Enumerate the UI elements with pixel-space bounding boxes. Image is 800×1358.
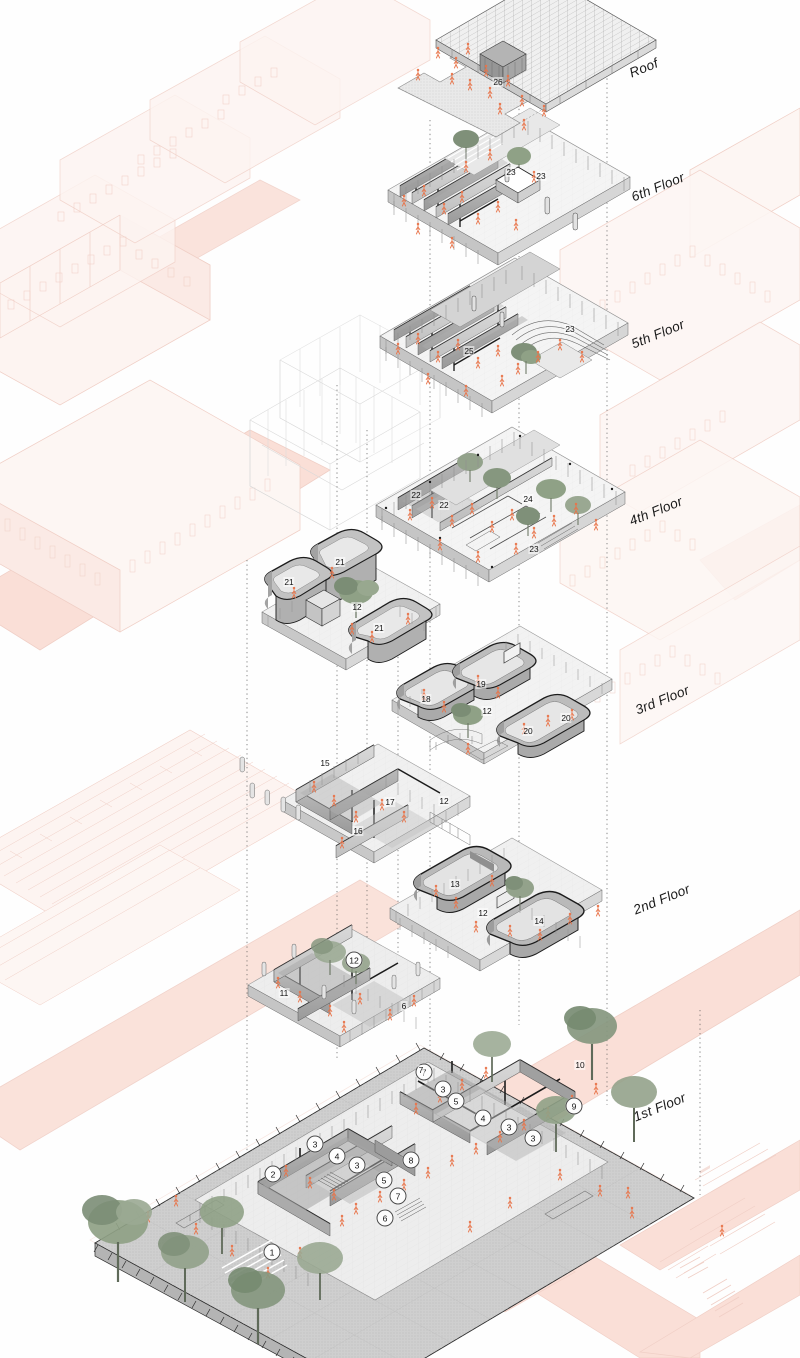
room-callout-4: 4 — [474, 1109, 492, 1127]
room-callout-12: 12 — [438, 796, 450, 806]
level-floor6 — [387, 107, 631, 266]
room-callout-24: 24 — [522, 494, 534, 504]
room-callout-17: 17 — [384, 797, 396, 807]
level-cylinder-plate — [261, 528, 441, 671]
room-callout-9: 9 — [565, 1097, 583, 1115]
tree — [453, 130, 531, 176]
room-callout-2: 2 — [264, 1165, 282, 1183]
level-floor4 — [375, 365, 626, 586]
tree — [297, 1242, 343, 1300]
room-callout-1: 1 — [263, 1243, 281, 1261]
tree — [457, 453, 591, 536]
room-callout-23: 23 — [528, 544, 540, 554]
room-callout-16: 16 — [352, 826, 364, 836]
room-callout-21: 21 — [334, 557, 346, 567]
tree — [511, 343, 541, 374]
level-roof — [397, 0, 657, 138]
room-callout-5: 5 — [375, 1171, 393, 1189]
room-callout-8: 8 — [402, 1151, 420, 1169]
room-callout-19: 19 — [475, 679, 487, 689]
level-floor5 — [379, 133, 629, 417]
room-callout-21: 21 — [283, 577, 295, 587]
room-callout-3: 3 — [306, 1135, 324, 1153]
room-callout-13: 13 — [449, 879, 461, 889]
room-callout-7: 7 — [389, 1187, 407, 1205]
room-callout-3: 3 — [434, 1080, 452, 1098]
room-callout-15: 15 — [319, 758, 331, 768]
room-callout-12: 12 — [477, 908, 489, 918]
room-callout-23: 23 — [535, 171, 547, 181]
level-floor3-right — [391, 625, 613, 765]
tree — [158, 1232, 209, 1302]
room-callout-3: 3 — [348, 1156, 366, 1174]
tree — [451, 703, 483, 738]
room-callout-10: 10 — [574, 1060, 586, 1070]
room-callout-22: 22 — [438, 500, 450, 510]
room-callout-7: 7 — [417, 1065, 425, 1075]
tree — [611, 1076, 657, 1142]
room-callout-23: 23 — [564, 324, 576, 334]
room-callout-12: 12 — [351, 602, 363, 612]
room-callout-22: 22 — [410, 490, 422, 500]
level-floor3-left — [239, 743, 471, 864]
tree — [473, 1031, 511, 1082]
room-callout-20: 20 — [560, 713, 572, 723]
level-floor2-right — [389, 837, 603, 972]
room-callout-25: 25 — [463, 346, 475, 356]
tree — [82, 1195, 152, 1282]
room-callout-6: 6 — [400, 1001, 408, 1011]
room-callout-12: 12 — [481, 706, 493, 716]
room-callout-12: 12 — [345, 951, 363, 969]
tree — [228, 1267, 285, 1344]
room-callout-20: 20 — [522, 726, 534, 736]
room-callout-4: 4 — [328, 1147, 346, 1165]
room-callout-3: 3 — [500, 1118, 518, 1136]
room-callout-3: 3 — [524, 1129, 542, 1147]
tree — [564, 1006, 617, 1080]
room-callout-14: 14 — [533, 916, 545, 926]
tree — [200, 1196, 244, 1254]
room-callout-5: 5 — [447, 1092, 465, 1110]
tree — [334, 577, 379, 618]
room-callout-23: 23 — [505, 167, 517, 177]
room-callout-18: 18 — [420, 694, 432, 704]
room-callout-11: 11 — [278, 988, 290, 998]
room-callout-21: 21 — [373, 623, 385, 633]
room-callout-26: 26 — [492, 77, 504, 87]
room-callout-6: 6 — [376, 1209, 394, 1227]
